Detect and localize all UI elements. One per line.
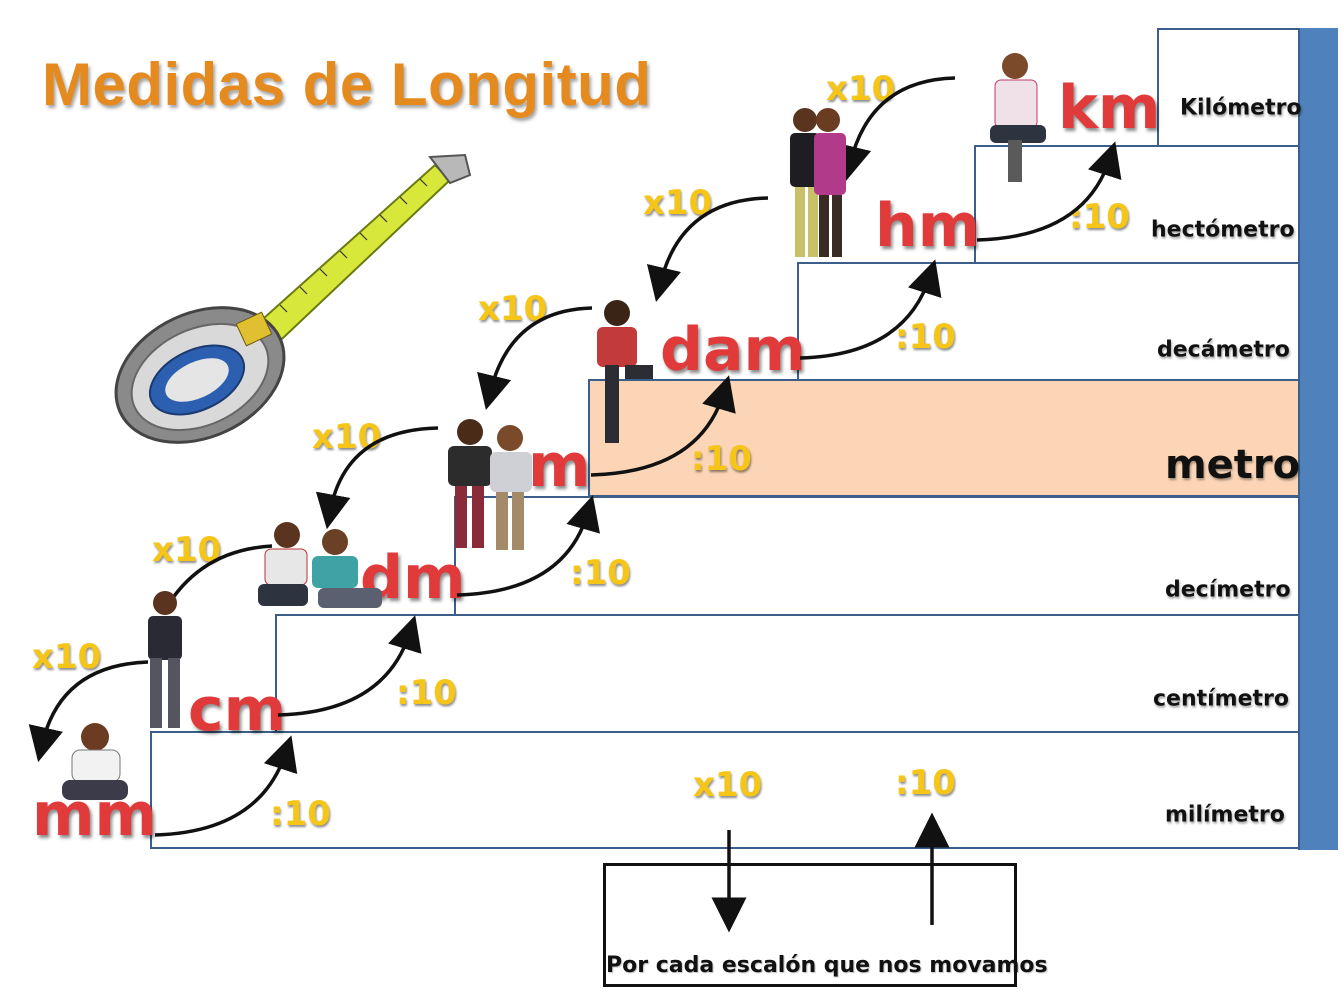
multiply-label: x10 <box>478 289 548 329</box>
legend-multiply-label: x10 <box>693 765 763 805</box>
unit-name-hm: hectómetro <box>1151 217 1295 243</box>
divide-arrow <box>590 375 736 477</box>
divide-label: :10 <box>396 673 457 713</box>
unit-abbr-dam: dam <box>660 315 806 385</box>
unit-name-km: Kilómetro <box>1180 95 1302 121</box>
step-km <box>1157 28 1300 147</box>
multiply-label: x10 <box>32 637 102 677</box>
divide-label: :10 <box>691 439 752 479</box>
legend-text: Por cada escalón que nos movamos <box>606 953 1048 978</box>
step-hm <box>974 145 1300 264</box>
child-figure <box>990 53 1046 182</box>
unit-name-cm: centímetro <box>1153 686 1290 712</box>
multiply-label: x10 <box>152 530 222 570</box>
unit-name-mm: milímetro <box>1165 802 1285 828</box>
measuring-tape-icon <box>114 153 472 444</box>
unit-name-dam: decámetro <box>1157 337 1290 363</box>
multiply-arrow <box>477 306 593 411</box>
unit-abbr-km: km <box>1058 73 1161 143</box>
child-figure <box>62 723 128 800</box>
legend-divide-label: :10 <box>895 763 956 803</box>
unit-abbr-m: m <box>528 431 591 501</box>
divide-label: :10 <box>895 317 956 357</box>
divide-arrow <box>456 495 600 597</box>
child-figure <box>258 522 382 608</box>
page-title: Medidas de Longitud <box>42 51 652 118</box>
divide-arrow <box>154 735 298 837</box>
staircase-wall <box>1298 28 1338 850</box>
child-figure <box>148 591 182 728</box>
multiply-arrow <box>646 196 769 303</box>
child-figure <box>790 108 846 257</box>
multiply-label: x10 <box>643 183 713 223</box>
multiply-arrow <box>315 426 439 530</box>
unit-abbr-hm: hm <box>875 191 981 261</box>
divide-arrow <box>277 615 422 717</box>
divide-label: :10 <box>570 553 631 593</box>
child-figure <box>448 419 532 550</box>
child-figure <box>597 300 653 443</box>
divide-label: :10 <box>270 794 331 834</box>
legend-box: Por cada escalón que nos movamos <box>603 863 1048 987</box>
multiply-arrow <box>28 660 149 763</box>
divide-arrow <box>799 259 942 360</box>
multiply-arrow <box>837 76 956 182</box>
unit-name-dm: decímetro <box>1165 577 1291 603</box>
divide-arrow <box>976 141 1122 242</box>
unit-name-m: metro <box>1165 442 1301 488</box>
unit-abbr-cm: cm <box>188 675 287 745</box>
